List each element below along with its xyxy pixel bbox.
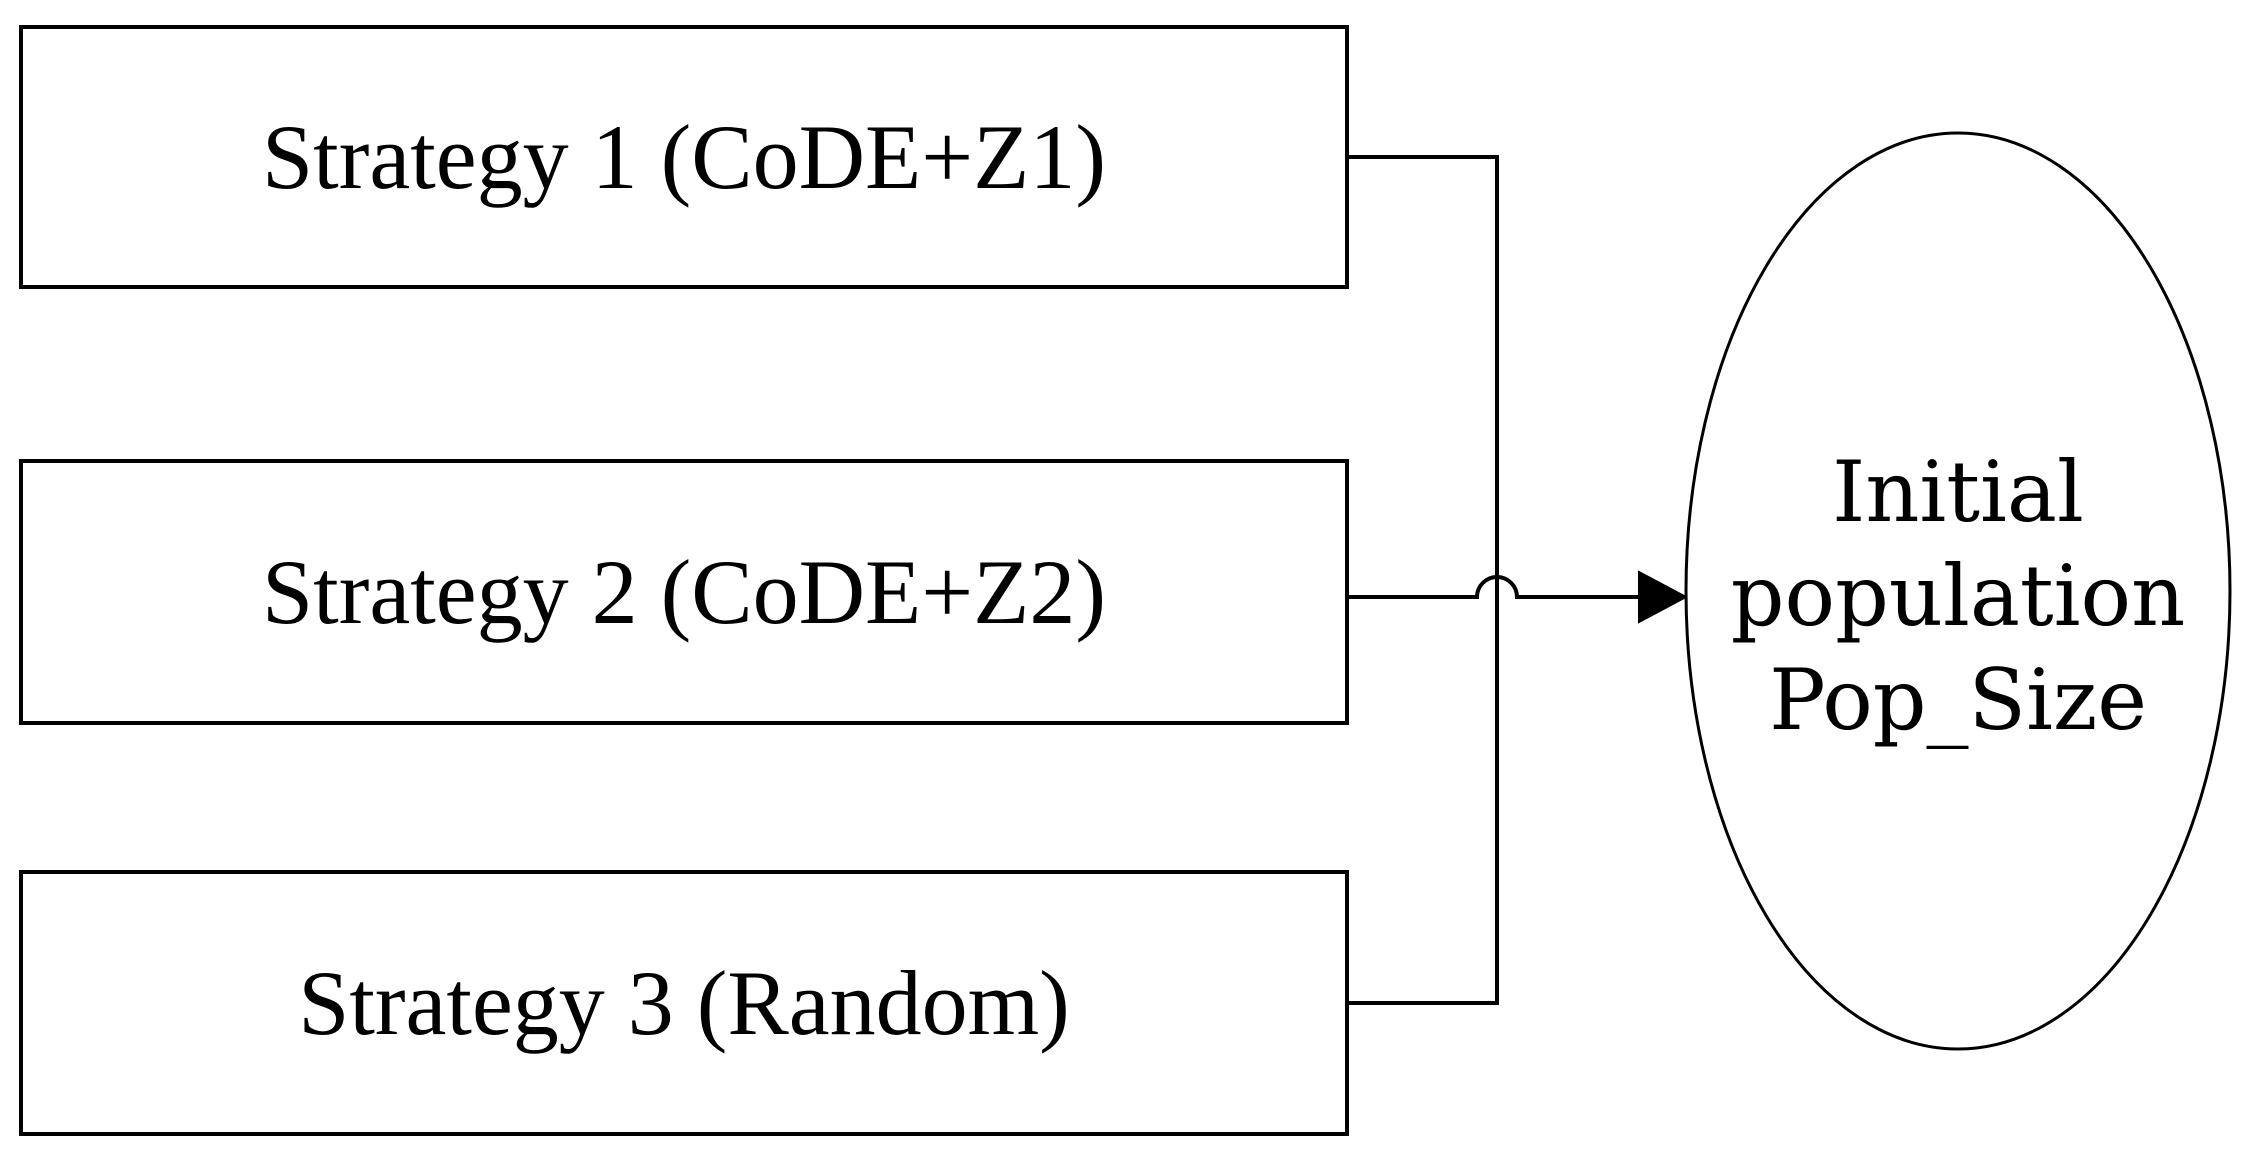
initial-population-label: Initial population Pop_Size [1658,440,2251,752]
strategy-2-box: Strategy 2 (CoDE+Z2) [19,459,1349,725]
strategy-3-box: Strategy 3 (Random) [19,870,1349,1136]
ellipse-label-line-1: Initial [1832,443,2084,541]
strategy-1-box: Strategy 1 (CoDE+Z1) [19,25,1349,289]
arrowhead-icon [1638,570,1689,624]
strategy-3-label: Strategy 3 (Random) [298,952,1070,1054]
strategy-1-label: Strategy 1 (CoDE+Z1) [262,106,1106,208]
ellipse-label-line-2: population [1730,547,2186,645]
ellipse-label-line-3: Pop_Size [1769,651,2147,749]
initial-population-ellipse [1684,131,2232,1051]
bracket-connector-line [1340,155,1499,1005]
arrow-connector-line [1340,575,1641,599]
strategy-2-label: Strategy 2 (CoDE+Z2) [262,541,1106,643]
